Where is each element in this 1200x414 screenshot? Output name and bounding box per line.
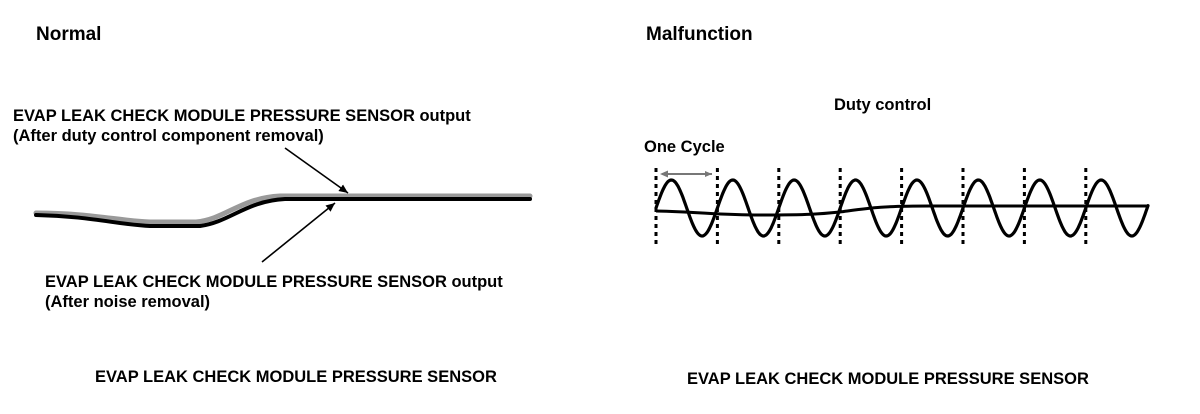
cycle-markers xyxy=(654,168,1088,248)
normal-title: Normal xyxy=(36,24,102,45)
callout-arrow-top xyxy=(284,147,349,194)
malfunction-title: Malfunction xyxy=(646,24,753,45)
one-cycle-arrow-start xyxy=(660,170,668,178)
normal-waveform xyxy=(33,193,533,228)
duty-control-label: Duty control xyxy=(834,96,932,114)
callout-bottom-line1: EVAP LEAK CHECK MODULE PRESSURE SENSOR o… xyxy=(45,273,503,291)
callout-arrow-bottom xyxy=(261,202,336,263)
noise-removed-output-black xyxy=(34,197,532,228)
malfunction-caption: EVAP LEAK CHECK MODULE PRESSURE SENSOR xyxy=(687,370,1089,388)
one-cycle-label: One Cycle xyxy=(644,138,725,156)
baseline-output xyxy=(655,204,1148,217)
callout-arrows xyxy=(261,147,349,263)
normal-caption: EVAP LEAK CHECK MODULE PRESSURE SENSOR xyxy=(95,368,497,386)
filtered-output-gray xyxy=(33,193,533,225)
callout-top-line2: (After duty control component removal) xyxy=(13,127,324,145)
callout-top-line1: EVAP LEAK CHECK MODULE PRESSURE SENSOR o… xyxy=(13,107,471,125)
malfunction-waveform xyxy=(654,168,1150,248)
callout-bottom-line2: (After noise removal) xyxy=(45,293,211,311)
